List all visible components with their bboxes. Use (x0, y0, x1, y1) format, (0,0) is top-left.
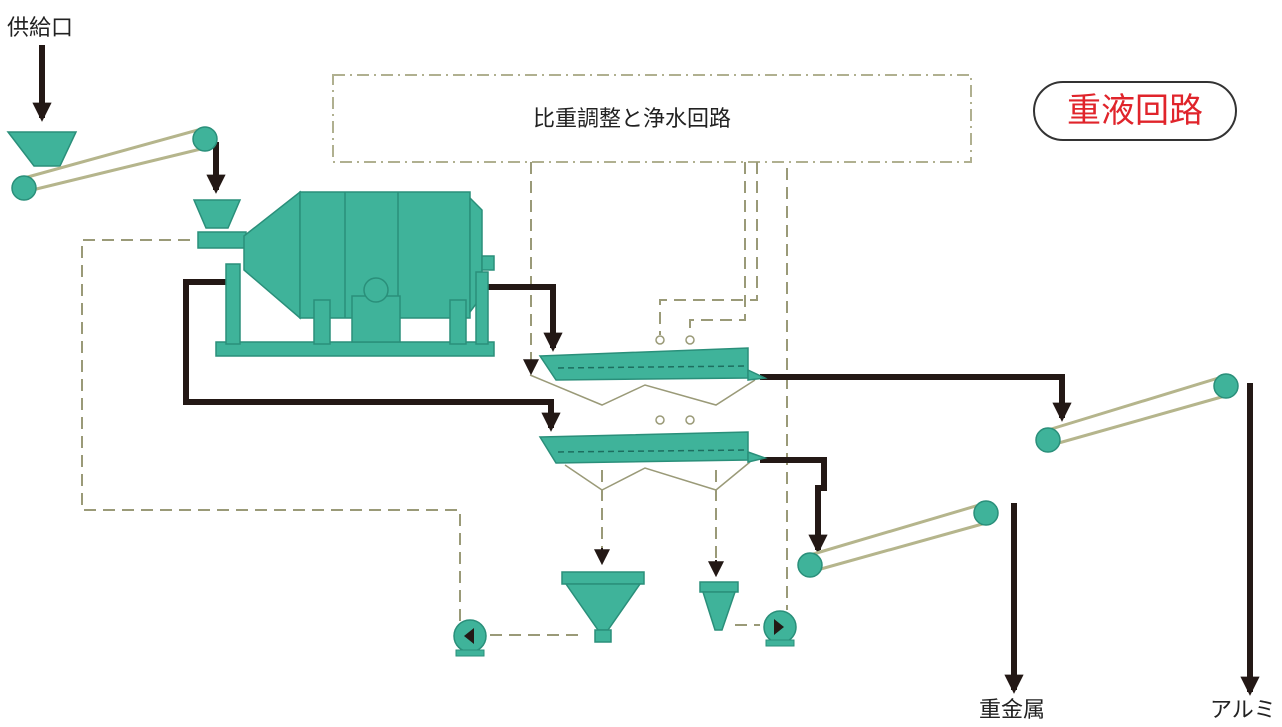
cone-hopper-large (561, 571, 645, 643)
heavy-metals-label: 重金属 (979, 698, 1046, 723)
dashed-flow-lines (81, 162, 788, 640)
cone-hopper-small (699, 581, 739, 631)
drum-separator (192, 190, 495, 357)
pump-left (453, 619, 487, 657)
control-box-label: 比重調整と浄水回路 (533, 107, 732, 132)
discharge-conveyor-aluminum (1035, 373, 1239, 453)
vibrating-screen-2 (538, 431, 768, 464)
circuit-title-label: 重液回路 (1067, 91, 1203, 131)
main-flow-lines (32, 45, 1260, 696)
vibrating-screen-1 (538, 347, 768, 381)
pump-right (763, 610, 797, 647)
aluminum-label: アルミ (1210, 698, 1276, 723)
screen-underflow-lines (529, 374, 756, 491)
spray-nozzles (655, 335, 695, 425)
circuit-title-badge: 重液回路 (1033, 81, 1237, 141)
discharge-conveyor-heavy-metals (797, 500, 999, 578)
feed-inlet-label: 供給口 (7, 16, 74, 41)
feed-conveyor (6, 126, 218, 201)
small-flow-arrows (523, 359, 724, 578)
control-circuit-box (332, 74, 972, 163)
